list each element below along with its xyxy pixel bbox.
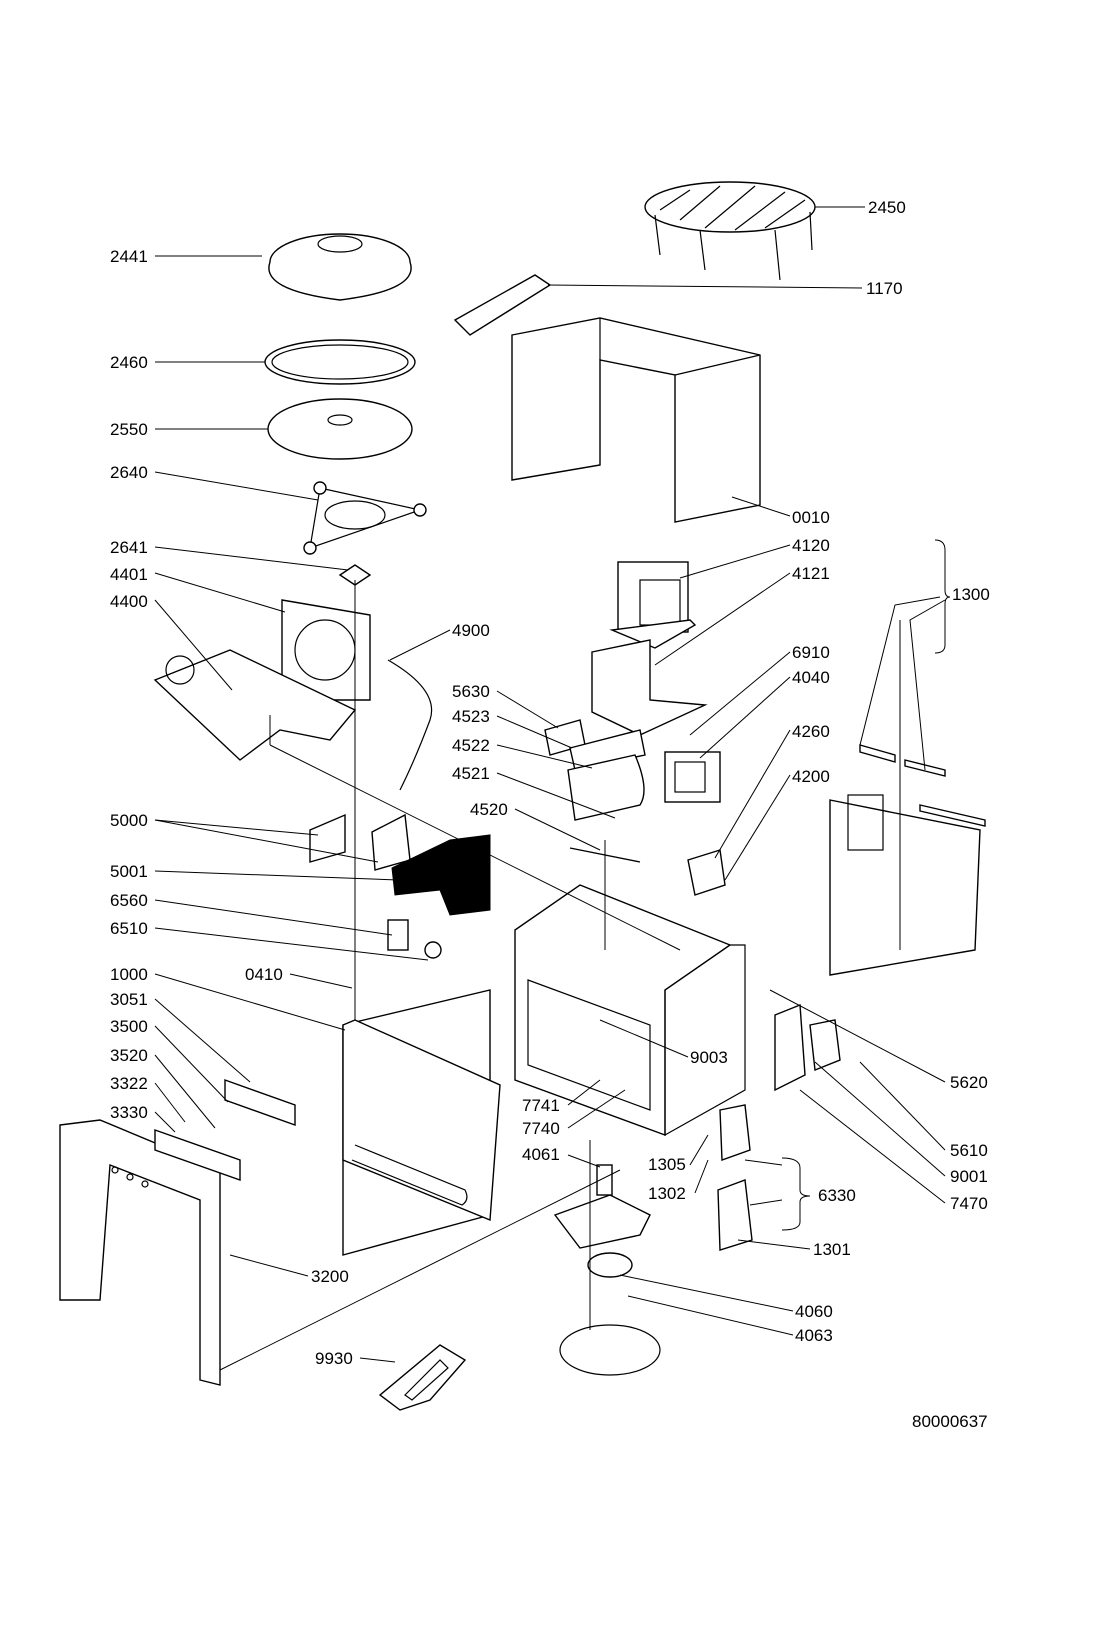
part-label: 2441: [110, 247, 148, 266]
part-label: 7741: [522, 1096, 560, 1115]
part-label: 4040: [792, 668, 830, 687]
part-label: 3051: [110, 990, 148, 1009]
part-label: 4200: [792, 767, 830, 786]
part-label: 0010: [792, 508, 830, 527]
part-label: 7740: [522, 1119, 560, 1138]
part-label: 5000: [110, 811, 148, 830]
part-label: 4401: [110, 565, 148, 584]
part-label: 6330: [818, 1186, 856, 1205]
part-label: 7470: [950, 1194, 988, 1213]
part-label: 4060: [795, 1302, 833, 1321]
part-label: 3500: [110, 1017, 148, 1036]
part-label: 4120: [792, 536, 830, 555]
part-label: 4523: [452, 707, 490, 726]
part-label: 4521: [452, 764, 490, 783]
part-label: 3322: [110, 1074, 148, 1093]
part-label: 3330: [110, 1103, 148, 1122]
part-label: 1300: [952, 585, 990, 604]
part-label: 4900: [452, 621, 490, 640]
part-label: 4520: [470, 800, 508, 819]
part-label: 1301: [813, 1240, 851, 1259]
part-label: 4063: [795, 1326, 833, 1345]
part-label: 4522: [452, 736, 490, 755]
part-label: 6910: [792, 643, 830, 662]
part-label: 3520: [110, 1046, 148, 1065]
part-label: 9930: [315, 1349, 353, 1368]
leader-lines: [154, 206, 951, 1363]
part-label: 9003: [690, 1048, 728, 1067]
part-label: 2550: [110, 420, 148, 439]
part-drawings: [59, 181, 986, 1411]
part-label: 5620: [950, 1073, 988, 1092]
part-label: 3200: [311, 1267, 349, 1286]
part-label: 1305: [648, 1155, 686, 1174]
part-label: 2641: [110, 538, 148, 557]
part-label: 2460: [110, 353, 148, 372]
part-label: 5610: [950, 1141, 988, 1160]
part-label: 4121: [792, 564, 830, 583]
part-label: 2450: [868, 198, 906, 217]
part-label: 0410: [245, 965, 283, 984]
part-label: 6510: [110, 919, 148, 938]
drawing-number: 80000637: [912, 1412, 988, 1431]
part-labels: 2441 2450 1170 2460 2550 2640 0010 2641 …: [110, 198, 990, 1431]
part-label: 9001: [950, 1167, 988, 1186]
part-label: 5001: [110, 862, 148, 881]
part-label: 1302: [648, 1184, 686, 1203]
part-label: 5630: [452, 682, 490, 701]
part-label: 1170: [866, 279, 903, 298]
part-label: 4400: [110, 592, 148, 611]
part-label: 6560: [110, 891, 148, 910]
part-label: 4061: [522, 1145, 560, 1164]
part-label: 1000: [110, 965, 148, 984]
part-label: 2640: [110, 463, 148, 482]
part-label: 4260: [792, 722, 830, 741]
